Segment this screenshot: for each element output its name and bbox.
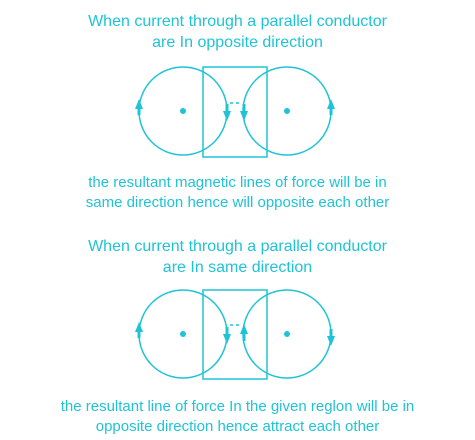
section2-heading-line1: When current through a parallel conducto… — [88, 238, 387, 255]
section1-heading-line2: are In opposite direction — [152, 34, 323, 51]
section2-heading-line2: are In same direction — [162, 259, 313, 276]
opposite-direction-diagram — [135, 66, 335, 158]
section1-caption-line2: same direction hence will opposite each … — [85, 194, 390, 211]
section2-caption-line2: opposite direction hence attract each ot… — [95, 418, 380, 435]
arrow-down-icon — [240, 111, 248, 121]
same-direction-diagram — [135, 289, 335, 380]
section2-caption-line1: the resultant line of force In the given… — [60, 398, 415, 415]
section1-caption-line1: the resultant magnetic lines of force wi… — [88, 174, 387, 191]
arrow-down-icon — [223, 334, 231, 344]
arrow-down-icon — [223, 111, 231, 121]
arrow-up-icon — [240, 324, 248, 334]
right-conductor-dot — [284, 108, 290, 114]
left-conductor-dot — [180, 108, 186, 114]
arrow-down-icon — [327, 336, 335, 346]
section1-heading-line1: When current through a parallel conducto… — [88, 13, 387, 30]
region-box — [202, 289, 268, 380]
arrow-up-icon — [135, 99, 143, 109]
region-box — [202, 66, 268, 158]
left-conductor-dot — [180, 331, 186, 337]
arrow-up-icon — [327, 99, 335, 109]
arrow-up-icon — [135, 322, 143, 332]
right-conductor-dot — [284, 331, 290, 337]
